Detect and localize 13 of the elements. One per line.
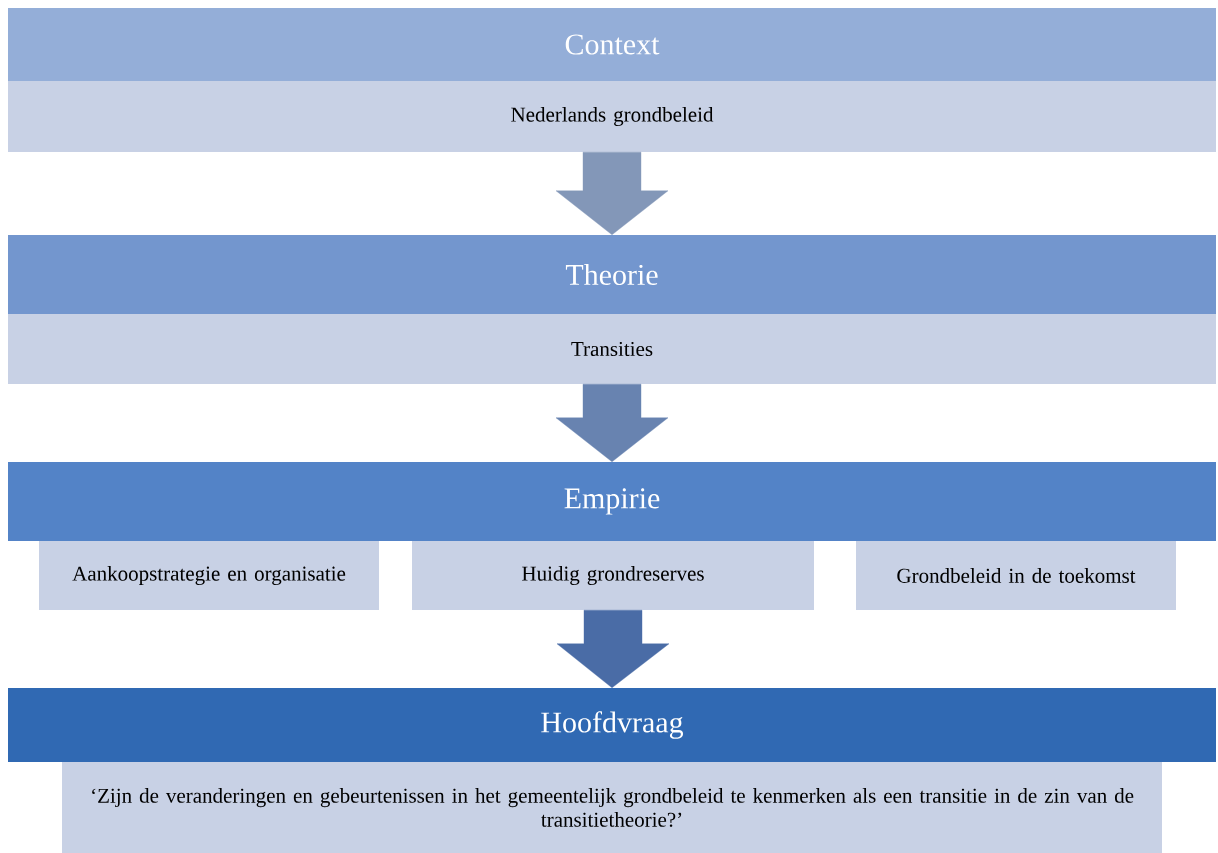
arrow: [555, 152, 669, 235]
header-band: Empirie: [8, 462, 1216, 541]
content-box: Transities: [8, 314, 1216, 384]
content-box: Aankoopstrategie en organisatie: [39, 541, 379, 610]
header-band: Context: [8, 8, 1216, 81]
content-box: Nederlands grondbeleid: [8, 81, 1216, 152]
arrow: [555, 384, 669, 462]
content-box: Grondbeleid in de toekomst: [856, 541, 1176, 610]
content-box: Huidig grondreserves: [412, 541, 814, 610]
content-box: ‘Zijn de veranderingen en gebeurtenissen in het gemeentelijk grondbeleid te kenmerken als een transitie in de zin van de transitietheorie?’: [62, 762, 1162, 853]
header-band: Theorie: [8, 235, 1216, 314]
header-band: Hoofdvraag: [8, 688, 1216, 762]
arrow: [556, 610, 670, 688]
